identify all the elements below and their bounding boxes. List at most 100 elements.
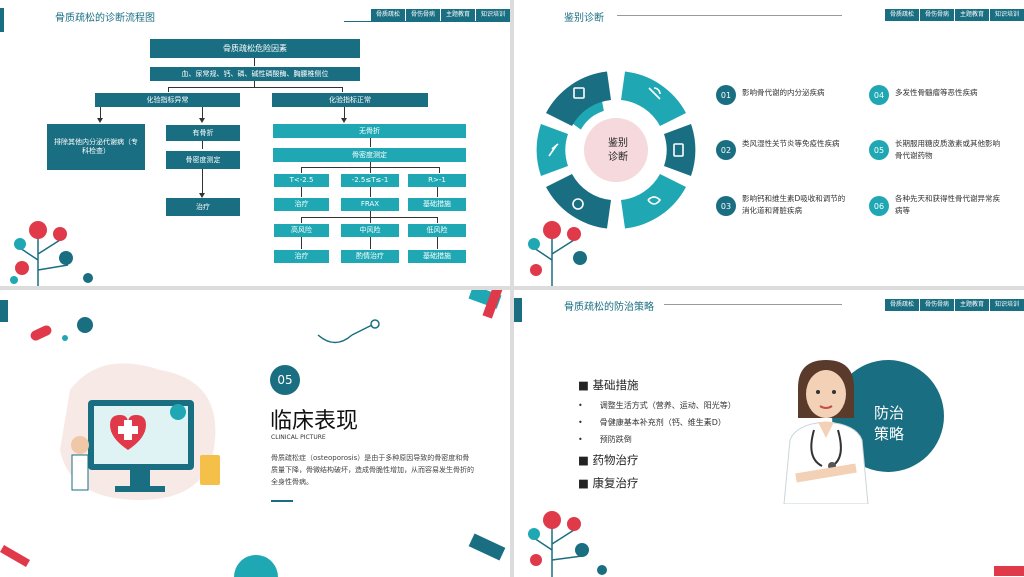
flow-final-basic: 基础措施 bbox=[408, 250, 466, 263]
item-number: 05 bbox=[869, 140, 889, 160]
nav-item[interactable]: 知识培训 bbox=[988, 299, 1024, 311]
section-number: 05 bbox=[270, 365, 300, 395]
connector bbox=[202, 169, 203, 194]
nav-item[interactable]: 主题教育 bbox=[953, 299, 989, 311]
connector bbox=[437, 187, 438, 197]
arrow-head bbox=[341, 118, 347, 123]
connector bbox=[301, 217, 302, 223]
flow-final-consider: 酌情治疗 bbox=[341, 250, 399, 263]
flow-no-fracture: 无骨折 bbox=[273, 124, 466, 138]
ring-svg bbox=[536, 71, 696, 229]
heading-drug: ■ 药物治疗 bbox=[578, 453, 639, 467]
heading-basic: ■ 基础措施 bbox=[578, 378, 639, 392]
nav-item[interactable]: 骨伤骨病 bbox=[404, 9, 440, 21]
center-label-line: 鉴别 bbox=[608, 138, 628, 149]
connector bbox=[342, 87, 343, 92]
center-label: 鉴别 诊断 bbox=[601, 137, 635, 164]
bullet-text: 骨健康基本补充剂（钙、维生素D） bbox=[599, 418, 726, 427]
connector bbox=[370, 211, 371, 217]
flow-tscore-low: T<-2.5 bbox=[274, 174, 329, 187]
bullet-text: 预防跌倒 bbox=[599, 435, 632, 444]
connector bbox=[370, 138, 371, 147]
hospital-illustration bbox=[60, 363, 220, 500]
connector bbox=[301, 217, 438, 218]
medical-tree-illustration bbox=[528, 511, 607, 577]
item-text: 各种先天和获得性骨代谢异常疾病等 bbox=[895, 194, 1000, 215]
slide-differential-diagnosis[interactable]: 鉴别诊断 骨质疏松 骨伤骨病 主题教育 知识培训 bbox=[514, 0, 1024, 286]
flow-tscore-high: R>-1 bbox=[408, 174, 466, 187]
connector bbox=[439, 167, 440, 173]
bullet-text: 调整生活方式（营养、运动、阳光等） bbox=[599, 401, 736, 410]
nav-item[interactable]: 知识培训 bbox=[474, 9, 510, 21]
heading-text: 基础措施 bbox=[592, 378, 639, 392]
flow-lab-tests: 血、尿常规、钙、磷、碱性磷酸酶、胸腰椎侧位 bbox=[150, 67, 360, 81]
item-number: 03 bbox=[716, 196, 736, 216]
flow-bmd-right: 骨密度测定 bbox=[273, 148, 466, 162]
item-text: 类风湿性关节炎等免疫性疾病 bbox=[742, 139, 840, 148]
connector bbox=[370, 187, 371, 197]
flow-risk-low: 低风险 bbox=[408, 224, 466, 237]
slide-clinical-picture[interactable]: 05 临床表现 CLINICAL PICTURE 骨质疏松症（osteoporo… bbox=[0, 290, 510, 577]
nav-bar: 骨质疏松 骨伤骨病 主题教育 知识培训 bbox=[883, 9, 1024, 21]
connector bbox=[301, 237, 302, 249]
nav-item[interactable]: 骨伤骨病 bbox=[918, 299, 954, 311]
connector bbox=[254, 81, 255, 87]
flow-bmd-left: 骨密度测定 bbox=[166, 151, 240, 169]
nav-item[interactable]: 主题教育 bbox=[953, 9, 989, 21]
slide-title: 鉴别诊断 bbox=[564, 13, 604, 24]
connector bbox=[301, 187, 302, 197]
connector bbox=[202, 141, 203, 149]
connector bbox=[370, 237, 371, 249]
nav-underline bbox=[344, 21, 510, 22]
center-circle bbox=[584, 118, 648, 182]
segment-right bbox=[664, 124, 696, 176]
nav-item[interactable]: 骨质疏松 bbox=[883, 9, 919, 21]
center-label-line: 诊断 bbox=[608, 151, 628, 163]
arrow-head bbox=[97, 118, 103, 123]
nav-bar: 骨质疏松 骨伤骨病 主题教育 知识培训 bbox=[883, 299, 1024, 311]
accent-bar bbox=[0, 8, 4, 32]
slide-diagnosis-flowchart[interactable]: 骨质疏松的诊断流程图 骨质疏松 骨伤骨病 主题教育 知识培训 骨质疏松危险因素 … bbox=[0, 0, 510, 286]
flow-final-treat: 治疗 bbox=[274, 250, 329, 263]
flow-risk-factors: 骨质疏松危险因素 bbox=[150, 39, 360, 58]
flow-treat-left: 治疗 bbox=[166, 198, 240, 216]
connector bbox=[370, 162, 371, 167]
connector bbox=[168, 87, 169, 92]
nav-item[interactable]: 骨质疏松 bbox=[369, 9, 405, 21]
connector bbox=[254, 58, 255, 66]
title-line bbox=[664, 304, 842, 305]
flow-risk-mid: 中风险 bbox=[341, 224, 399, 237]
bullet-item: •调整生活方式（营养、运动、阳光等） bbox=[578, 401, 736, 410]
connector bbox=[437, 217, 438, 223]
medical-tree-illustration bbox=[528, 221, 587, 286]
flow-abnormal: 化验指标异常 bbox=[95, 93, 240, 107]
nav-item[interactable]: 主题教育 bbox=[439, 9, 475, 21]
nav-item[interactable]: 知识培训 bbox=[988, 9, 1024, 21]
flow-risk-high: 高风险 bbox=[274, 224, 329, 237]
section-body: 骨质疏松症（osteoporosis）是由于多种原因导致的骨密度和骨质量下降，骨… bbox=[271, 454, 474, 486]
slide-title: 骨质疏松的诊断流程图 bbox=[55, 13, 155, 24]
arrow-head bbox=[199, 193, 205, 198]
connector bbox=[202, 107, 203, 120]
title-line bbox=[617, 15, 842, 16]
underline bbox=[271, 500, 293, 502]
nav-item[interactable]: 骨质疏松 bbox=[883, 299, 919, 311]
connector bbox=[370, 167, 371, 173]
connector bbox=[168, 87, 343, 88]
flow-has-fracture: 有骨折 bbox=[166, 125, 240, 141]
flow-action-treat: 治疗 bbox=[274, 198, 329, 211]
doctor-illustration bbox=[783, 360, 869, 504]
badge-line: 策略 bbox=[874, 425, 905, 443]
slide-prevention-strategy[interactable]: 骨质疏松的防治策略 骨质疏松 骨伤骨病 主题教育 知识培训 ■ 基础措施 •调整… bbox=[514, 290, 1024, 577]
slide-title: 骨质疏松的防治策略 bbox=[564, 302, 654, 313]
badge-line: 防治 bbox=[874, 404, 905, 422]
nav-item[interactable]: 骨伤骨病 bbox=[918, 9, 954, 21]
connector bbox=[100, 107, 101, 120]
bullet-item: •骨健康基本补充剂（钙、维生素D） bbox=[578, 418, 726, 427]
strategy-badge: 防治 策略 bbox=[874, 403, 904, 445]
heading-rehab: ■ 康复治疗 bbox=[578, 476, 639, 490]
flow-action-frax: FRAX bbox=[341, 198, 399, 211]
connector bbox=[301, 167, 302, 173]
item-text: 多发性骨髓瘤等恶性疾病 bbox=[895, 88, 978, 97]
corner-decoration bbox=[994, 566, 1024, 576]
